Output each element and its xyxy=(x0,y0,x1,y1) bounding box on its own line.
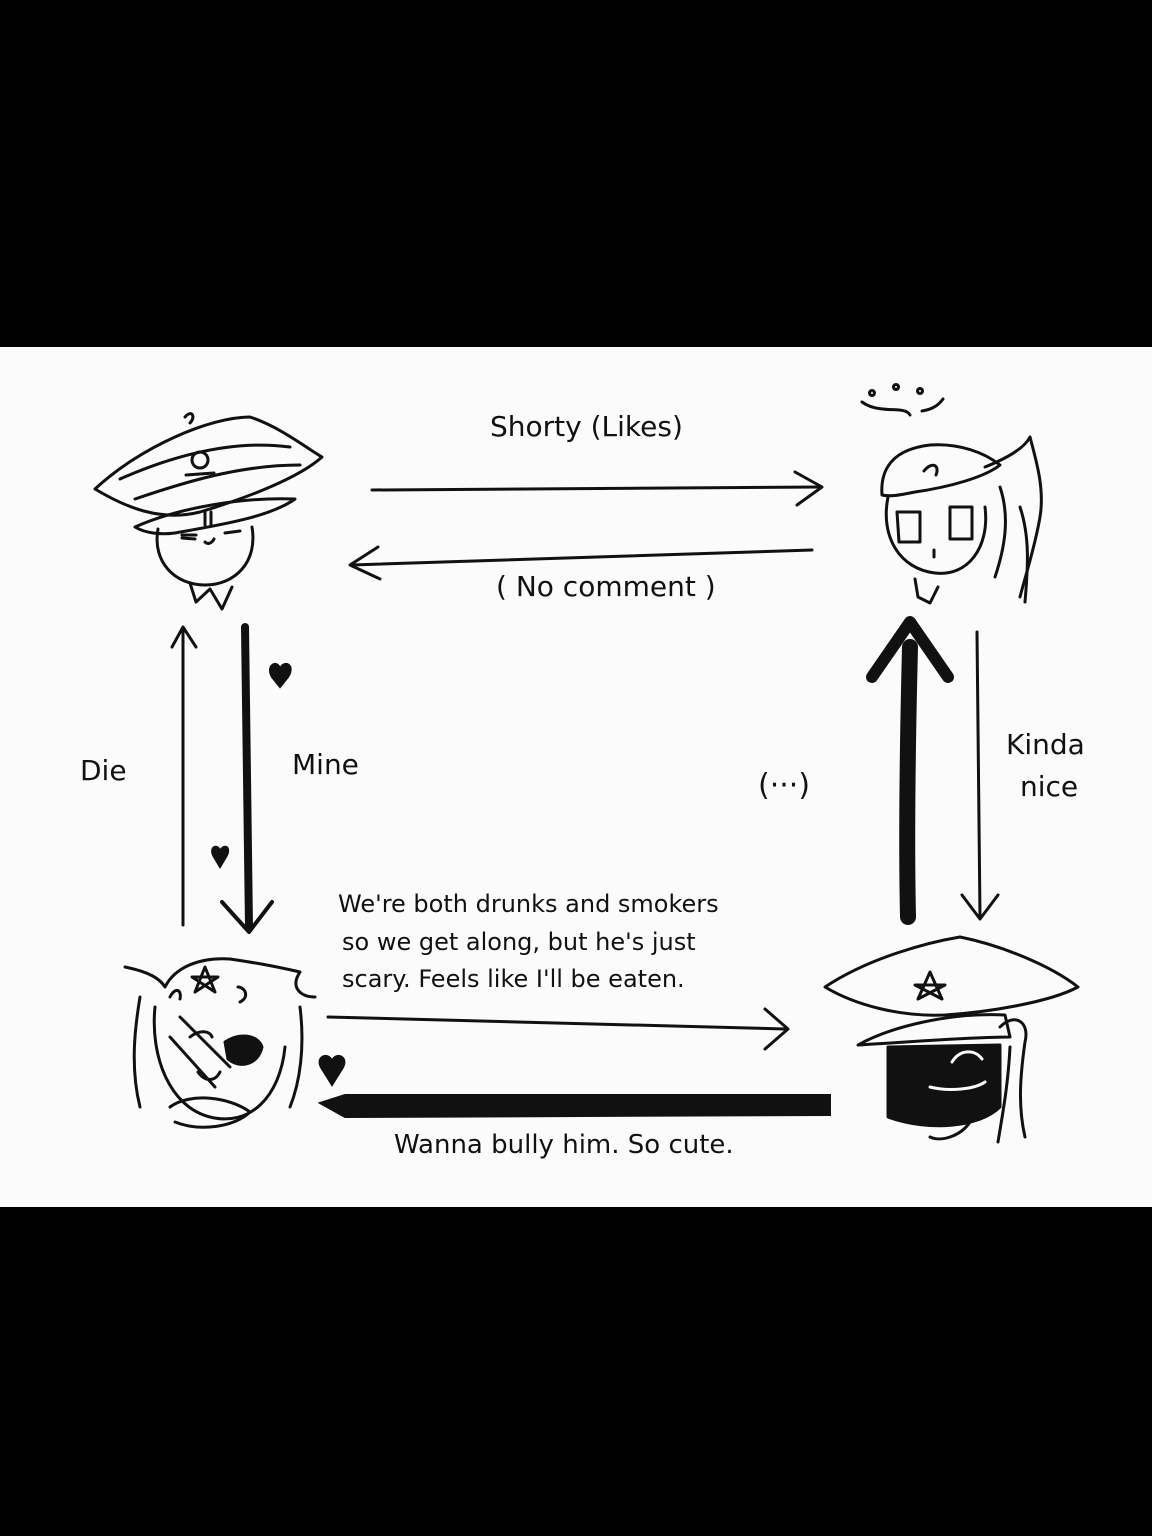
arrow-bottomleft-to-topleft xyxy=(170,625,198,927)
character-bottom-left xyxy=(123,957,317,1129)
label-drunks-line-1: We're both drunks and smokers xyxy=(338,890,719,918)
arrow-topright-to-bottomright xyxy=(960,630,1000,921)
label-drunks-line-2: so we get along, but he's just xyxy=(342,928,696,956)
arrow-bottomright-to-topright xyxy=(866,616,954,925)
arrow-bottomright-to-bottomleft xyxy=(317,1094,831,1119)
label-nice: nice xyxy=(1020,770,1079,803)
label-bully: Wanna bully him. So cute. xyxy=(394,1130,734,1160)
label-mine: Mine xyxy=(292,748,359,781)
label-shorty-likes: Shorty (Likes) xyxy=(490,410,683,443)
label-kinda: Kinda xyxy=(1006,728,1085,761)
heart-icon xyxy=(211,845,230,869)
label-no-comment: ( No comment ) xyxy=(496,570,716,603)
arrow-topleft-to-bottomleft xyxy=(220,623,274,934)
heart-icon xyxy=(269,662,292,689)
label-ellipsis: (···) xyxy=(758,768,811,803)
arrow-topright-to-topleft xyxy=(348,545,814,581)
chart-drawing xyxy=(93,383,1080,1144)
character-top-right xyxy=(860,383,1043,605)
label-drunks-line-3: scary. Feels like I'll be eaten. xyxy=(342,965,685,993)
relationship-chart-panel: Shorty (Likes) ( No comment ) Die Mine (… xyxy=(0,347,1152,1207)
arrow-bottomleft-to-bottomright xyxy=(326,1007,790,1051)
arrow-topleft-to-topright xyxy=(370,470,824,507)
character-top-left xyxy=(93,412,324,611)
label-die: Die xyxy=(80,754,127,787)
heart-icon xyxy=(318,1054,346,1087)
character-bottom-right xyxy=(823,935,1080,1144)
